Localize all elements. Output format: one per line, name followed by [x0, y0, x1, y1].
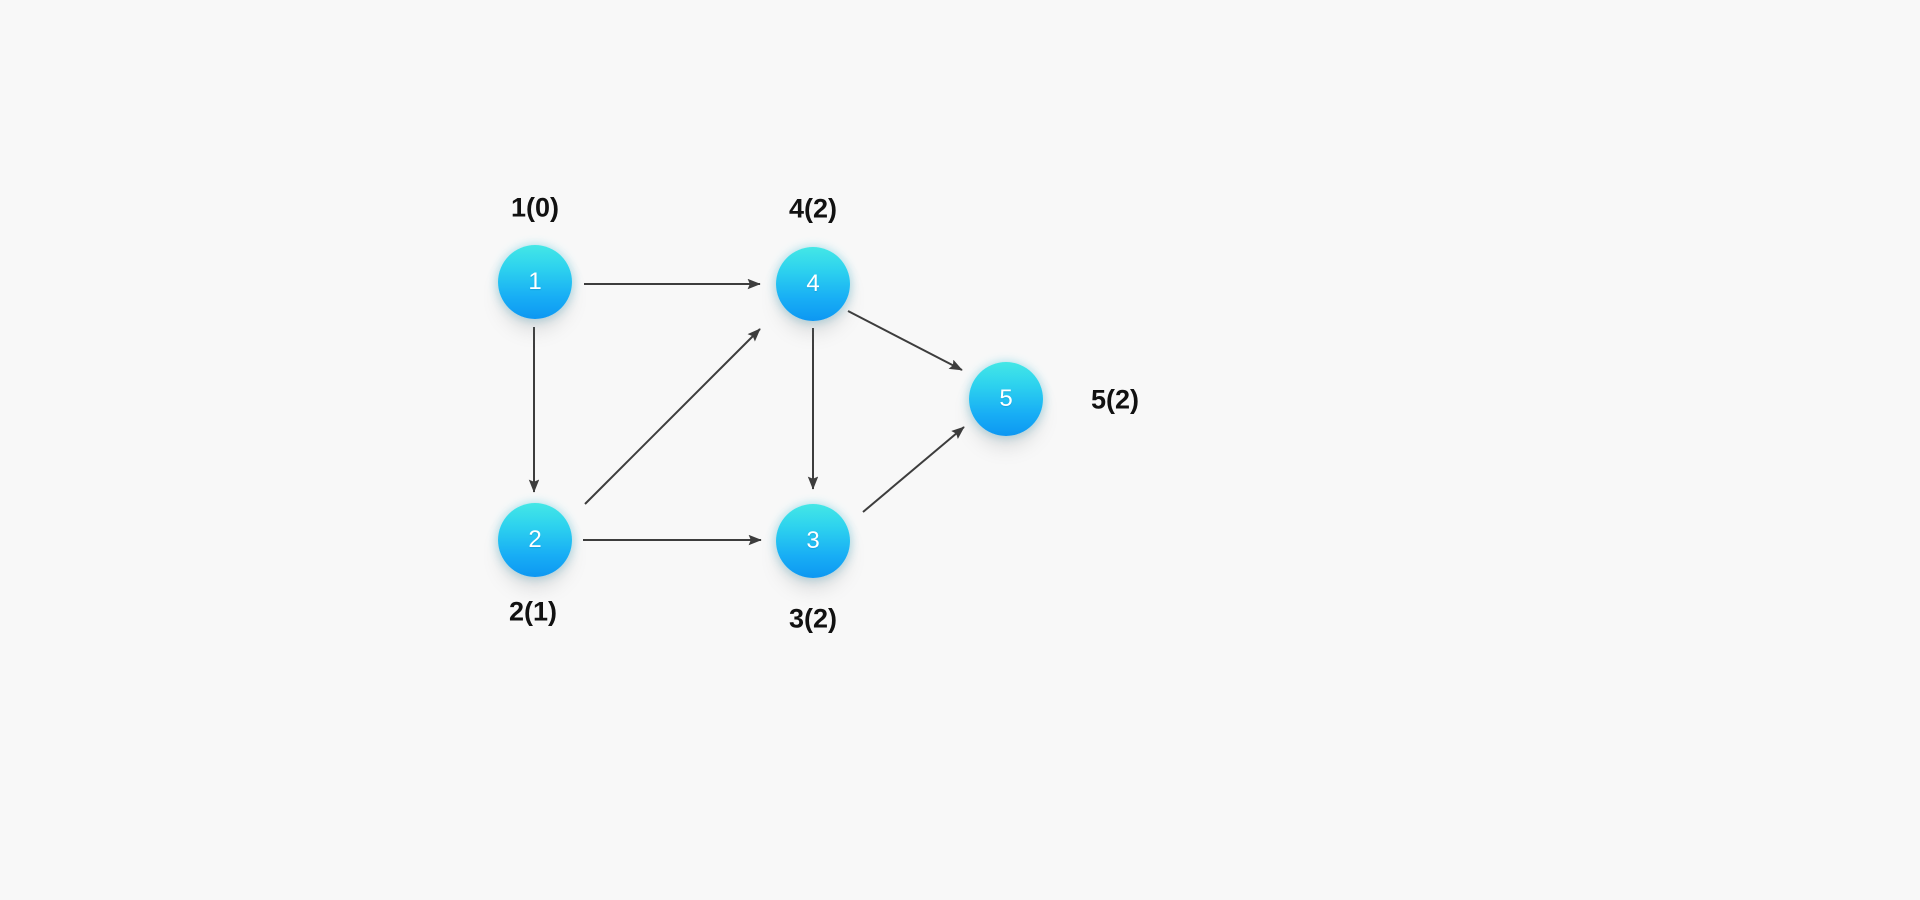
graph-node-2[interactable]: 2	[498, 503, 572, 577]
graph-edge-4-to-5[interactable]	[847, 310, 963, 371]
graph-node-3[interactable]: 3	[776, 504, 850, 578]
graph-node-label-3: 3	[806, 527, 820, 554]
graph-node-5[interactable]: 5	[969, 362, 1043, 436]
graph-node-caption-1: 1(0)	[510, 192, 560, 223]
graph-node-caption-4: 4(2)	[788, 193, 838, 224]
graph-edge-3-to-5[interactable]	[862, 426, 965, 513]
graph-node-4[interactable]: 4	[776, 247, 850, 321]
graph-node-label-5: 5	[999, 385, 1013, 412]
edges-group	[528, 278, 965, 546]
graph-node-label-2: 2	[528, 526, 542, 553]
graph-node-caption-3: 3(2)	[788, 603, 838, 634]
graph-node-label-1: 1	[528, 268, 542, 295]
graph-node-1[interactable]: 1	[498, 245, 572, 319]
graph-edge-2-to-4[interactable]	[584, 328, 761, 505]
graph-node-caption-5: 5(2)	[1090, 384, 1140, 415]
graph-node-label-4: 4	[806, 270, 820, 297]
graph-node-caption-2: 2(1)	[508, 596, 558, 627]
